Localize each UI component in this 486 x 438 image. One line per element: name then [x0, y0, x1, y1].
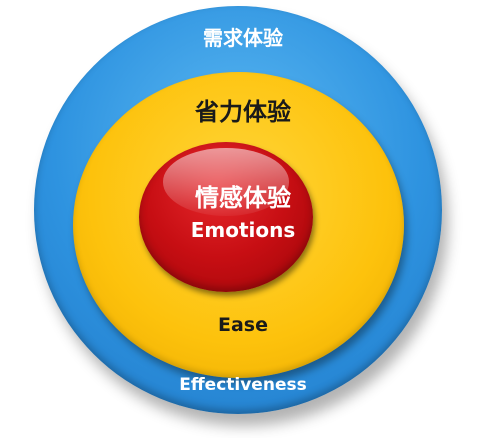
middle-ring-title: 省力体验 — [195, 98, 291, 126]
inner-circle-emotions — [139, 142, 313, 292]
inner-circle-title: 情感体验 — [195, 184, 291, 212]
inner-circle-caption: Emotions — [190, 218, 296, 242]
middle-ring-caption: Ease — [218, 314, 268, 336]
outer-ring-title: 需求体验 — [203, 26, 283, 50]
inner-circle-gloss-highlight — [163, 148, 289, 216]
outer-ring-caption: Effectiveness — [179, 375, 307, 395]
